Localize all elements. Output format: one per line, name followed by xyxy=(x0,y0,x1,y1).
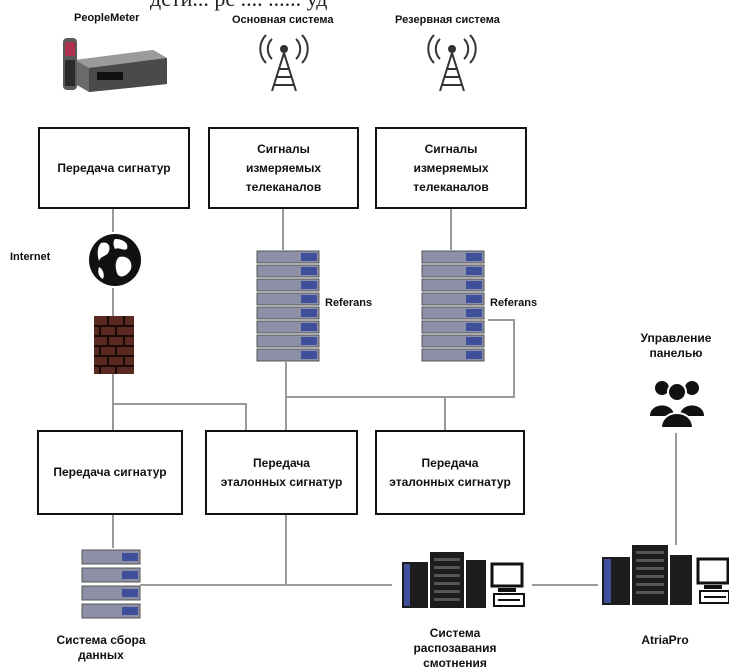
channel-signals-main-line1: Сигналы xyxy=(257,141,310,156)
channel-signals-backup-line2: измеряемых xyxy=(413,160,489,175)
panel-control-label: Управление панелью xyxy=(628,331,724,361)
channel-signals-main-line3: телеканалов xyxy=(245,179,322,194)
server-rack-icon-main xyxy=(256,250,320,362)
collection-line2: данных xyxy=(78,648,124,662)
channel-signals-backup-line1: Сигналы xyxy=(424,141,478,156)
server-rack-icon-backup xyxy=(421,250,485,362)
reference-transfer-mid-line1: Передача xyxy=(253,455,310,470)
antenna-tower-icon-backup xyxy=(427,34,477,92)
channel-signals-box-main: Сигналы измеряемых телеканалов xyxy=(208,127,359,209)
recognition-line2: распозавания xyxy=(413,641,497,655)
reference-signature-transfer-box-mid: Передача эталонных сигнатур xyxy=(205,430,358,515)
referans-label-right: Referans xyxy=(490,297,538,309)
top-partial-text: дсти... рс .... ...... уд xyxy=(150,0,327,12)
collection-system-label: Система сбора данных xyxy=(26,633,176,663)
reference-signature-transfer-box-right: Передача эталонных сигнатур xyxy=(375,430,525,515)
panel-control-line1: Управление xyxy=(640,331,712,345)
channel-signals-box-backup: Сигналы измеряемых телеканалов xyxy=(375,127,527,209)
globe-icon xyxy=(89,234,141,286)
backup-system-label: Резервная система xyxy=(395,14,500,26)
atriapro-building-icon xyxy=(602,545,729,605)
internet-label: Internet xyxy=(10,251,51,263)
collection-line1: Система сбора xyxy=(56,633,146,647)
channel-signals-main-line2: измеряемых xyxy=(245,160,322,175)
people-group-icon xyxy=(650,381,704,429)
line-backup-server-loop xyxy=(286,319,515,398)
channel-signals-backup-line3: телеканалов xyxy=(413,179,489,194)
recognition-system-label: Система распозавания смотнения xyxy=(400,626,510,671)
peoplemeter-label: PeopleMeter xyxy=(74,12,140,24)
atriapro-label: AtriaPro xyxy=(641,633,689,647)
signature-transfer-box-bottom-text: Передача сигнатур xyxy=(53,465,167,479)
recognition-system-icon xyxy=(402,552,525,608)
signature-transfer-box-top-text: Передача сигнатур xyxy=(57,160,171,175)
antenna-tower-icon-main xyxy=(259,34,309,92)
reference-transfer-right-line1: Передача xyxy=(421,455,479,470)
reference-transfer-right-line2: эталонных сигнатур xyxy=(389,474,511,489)
main-system-label: Основная система xyxy=(232,14,334,26)
panel-control-line2: панелью xyxy=(649,346,703,360)
recognition-line3: смотнения xyxy=(423,656,487,670)
line-firewall-to-boxes xyxy=(112,372,247,430)
firewall-icon xyxy=(94,316,134,374)
reference-transfer-mid-line2: эталонных сигнатур xyxy=(220,474,343,489)
signature-transfer-box-bottom: Передача сигнатур xyxy=(37,430,183,515)
signature-transfer-box-top: Передача сигнатур xyxy=(38,127,190,209)
peoplemeter-device-icon xyxy=(63,38,167,92)
referans-label-left: Referans xyxy=(325,297,373,309)
collection-server-icon xyxy=(81,549,141,619)
recognition-line1: Система xyxy=(429,626,481,640)
